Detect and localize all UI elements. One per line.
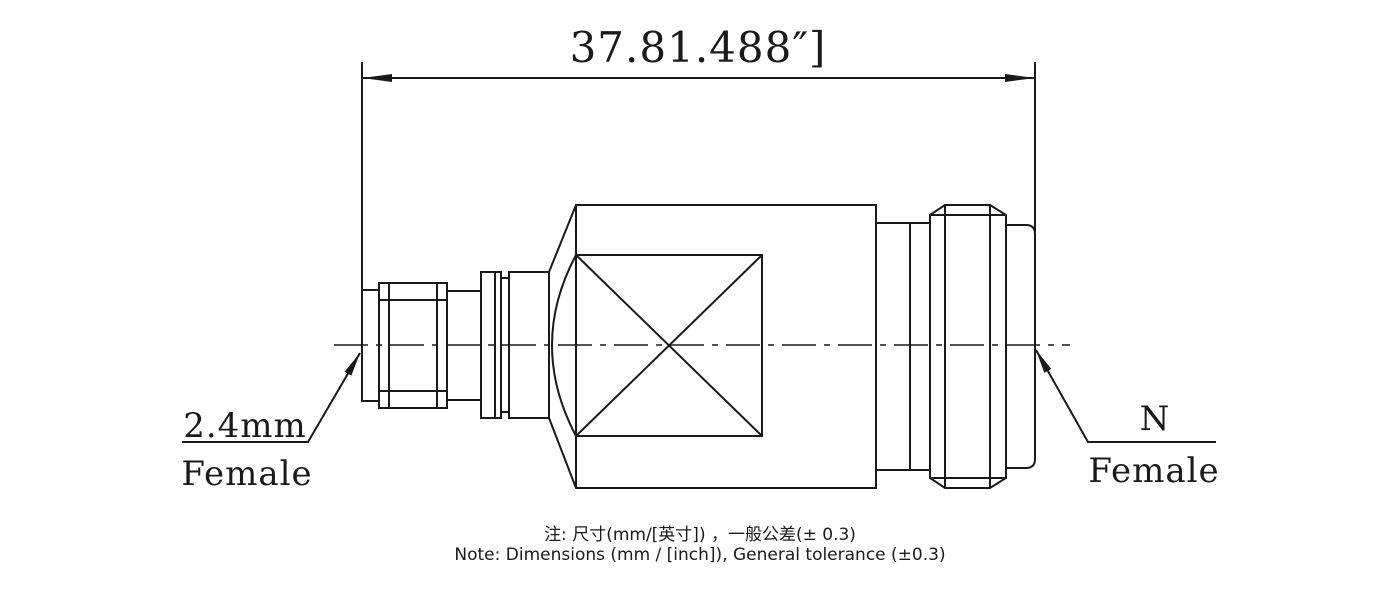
right-gender-label: Female <box>1088 451 1219 491</box>
right-type-label: N <box>1140 399 1171 439</box>
hex-body <box>548 204 877 489</box>
left-gender-label: Female <box>181 454 312 494</box>
tolerance-note-english: Note: Dimensions (mm / [inch]), General … <box>454 545 946 565</box>
right-leader <box>1035 349 1216 443</box>
right-connector-n-type <box>875 204 1036 489</box>
left-size-label: 2.4mm <box>183 406 307 446</box>
tolerance-note-chinese: 注: 尺寸(mm/[英寸]) ，一般公差(± 0.3) <box>544 525 856 545</box>
left-leader <box>182 352 361 443</box>
overall-length-dimension: 37.81.488″] <box>570 23 827 72</box>
